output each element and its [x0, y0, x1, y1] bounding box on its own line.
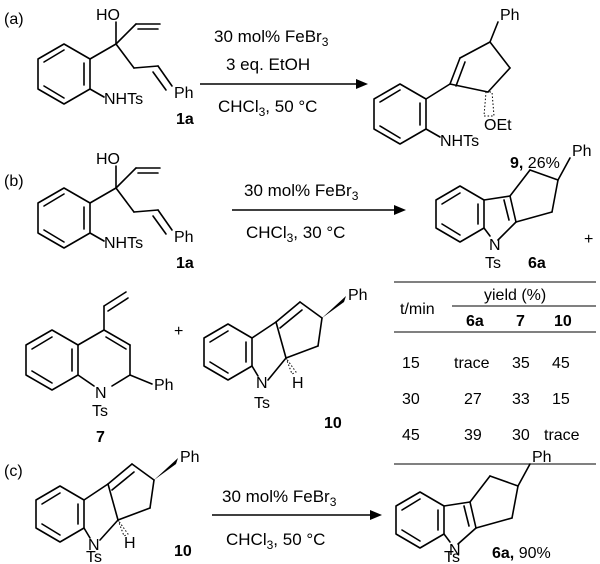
panel-c-condition-catalyst: 30 mol% FeBr3 [222, 487, 337, 509]
panel-a-reactant-ph: Ph [174, 85, 194, 102]
panel-a-reactant-1a-structure [37, 21, 173, 105]
panel-a-product-oet: OEt [484, 117, 512, 134]
panel-b-10-ts: Ts [254, 395, 270, 412]
panel-b-10-wedge [322, 296, 346, 318]
panel-c-reactant-ts: Ts [86, 549, 102, 564]
panel-b-product-10-structure [203, 301, 323, 381]
table-row-2-10: 15 [552, 391, 570, 408]
panel-b-10-n: N [256, 375, 268, 392]
panel-c-product-ts: Ts [444, 549, 460, 564]
table-row-2-time: 30 [402, 391, 420, 408]
table-row-1-time: 15 [402, 355, 420, 372]
panel-a-reactant-nhts: NHTs [104, 91, 143, 108]
table-row-3-6a: 39 [464, 427, 482, 444]
panel-a-condition-solvent: CHCl3, 50 °C [218, 97, 317, 119]
panel-b-condition-solvent: CHCl3, 30 °C [246, 223, 345, 245]
panel-b-reactant-nhts: NHTs [104, 235, 143, 252]
panel-a-condition-additive: 3 eq. EtOH [226, 55, 310, 74]
panel-c-product-ph: Ph [532, 449, 552, 466]
panel-a-hash-bond [483, 91, 495, 117]
table-col-header-10: 10 [554, 313, 572, 330]
panel-b-7-n: N [95, 385, 107, 402]
panel-b-10-label: 10 [324, 415, 342, 432]
panel-b-tag: (b) [4, 173, 24, 190]
panel-c-reactant-h: H [124, 535, 136, 552]
panel-b-10-h: H [292, 375, 304, 392]
panel-b-condition-catalyst: 30 mol% FeBr3 [244, 181, 359, 203]
panel-c-arrow-head [370, 510, 382, 520]
panel-b-6a-ts: Ts [485, 255, 501, 272]
panel-b-reactant-1a-structure [37, 165, 173, 249]
panel-b-plus-2: + [174, 323, 183, 340]
panel-b-7-ph: Ph [154, 377, 174, 394]
table-row-2-7: 33 [512, 391, 530, 408]
panel-a-reactant-oh: HO [96, 7, 120, 24]
table-row-1-7: 35 [512, 355, 530, 372]
panel-a-reactant-label: 1a [176, 111, 194, 128]
panel-c-tag: (c) [4, 463, 23, 480]
panel-a-product-label: 9, 26% [510, 155, 560, 172]
panel-c-reactant-10-structure [35, 463, 155, 543]
panel-b-reactant-label: 1a [176, 255, 194, 272]
panel-a-product-nhts: NHTs [440, 133, 479, 150]
panel-b-plus-1: + [584, 231, 593, 248]
panel-b-reactant-ph: Ph [174, 229, 194, 246]
panel-c-reactant-ph: Ph [180, 449, 200, 466]
panel-b-6a-ph: Ph [572, 143, 592, 160]
panel-b-reactant-oh: HO [96, 151, 120, 168]
panel-a-product-9-structure [373, 21, 511, 145]
panel-c-10-hash [117, 519, 129, 537]
panel-c-reactant-label: 10 [174, 543, 192, 560]
panel-b-product-7-structure [25, 291, 153, 391]
panel-b-product-6a-structure [435, 157, 571, 243]
table-row-1-10: 45 [552, 355, 570, 372]
panel-c-reactant-n: N [88, 537, 100, 554]
table-col-header-7: 7 [516, 313, 525, 330]
table-row-2-6a: 27 [464, 391, 482, 408]
panel-a-product-ph: Ph [500, 7, 520, 24]
panel-b-6a-label: 6a [528, 255, 546, 272]
panel-c-condition-solvent: CHCl3, 50 °C [226, 530, 325, 552]
table-row-3-10: trace [544, 427, 580, 444]
table-row-1-6a: trace [454, 355, 490, 372]
panel-c-product-n: N [449, 542, 461, 559]
table-group-header: yield (%) [484, 287, 546, 304]
panel-c-10-wedge [154, 458, 178, 480]
panel-a-tag: (a) [4, 11, 24, 28]
panel-b-10-ph: Ph [348, 287, 368, 304]
panel-a-arrow-head [356, 79, 368, 89]
panel-b-7-ts: Ts [92, 403, 108, 420]
table-row-3-7: 30 [512, 427, 530, 444]
panel-b-6a-n: N [489, 237, 501, 254]
panel-b-7-label: 7 [96, 429, 105, 446]
table-col-header-6a: 6a [466, 313, 484, 330]
yield-table: t/min yield (%) 6a 7 10 15 trace 35 45 3… [394, 281, 596, 465]
panel-b-10-hash [285, 357, 297, 375]
table-row-3-time: 45 [402, 427, 420, 444]
table-col-time-header: t/min [400, 301, 435, 318]
panel-c-product-label: 6a, 90% [492, 545, 551, 562]
panel-b-arrow-head [394, 205, 406, 215]
panel-a-condition-catalyst: 30 mol% FeBr3 [214, 27, 329, 49]
panel-c-product-6a-structure [395, 463, 531, 549]
